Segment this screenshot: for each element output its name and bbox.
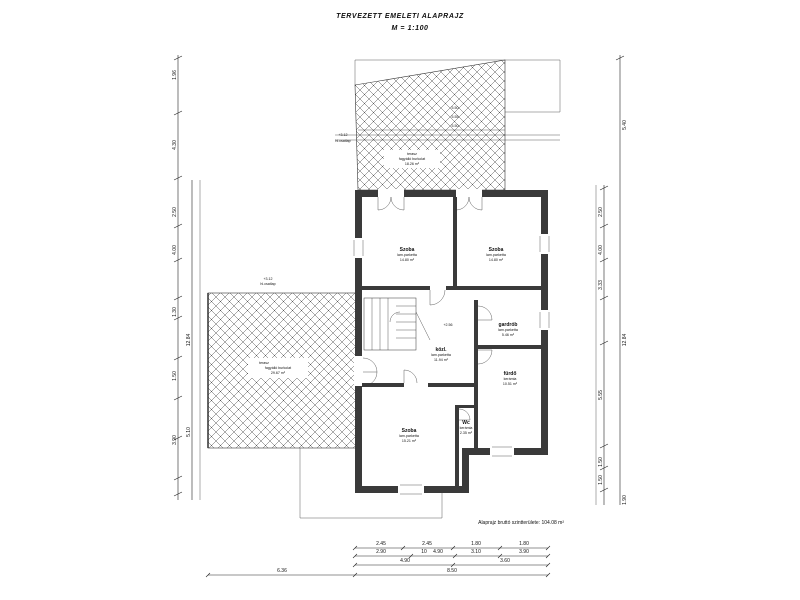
room-furdo-floor: kerámia: [504, 377, 517, 381]
terrace-left-name: terasz: [259, 361, 269, 365]
dim-left-3: 4.00: [172, 245, 178, 255]
room-gardrob-area: 5.46 m²: [502, 333, 515, 337]
dim-right-2: 4.00: [598, 245, 604, 255]
room-gardrob-name: gardrób: [499, 322, 518, 328]
dim-bottom-total-left: 6.36: [277, 568, 287, 574]
level-left: +3.12: [263, 277, 272, 281]
dim-left-1: 4.30: [172, 140, 178, 150]
plan-scale: M = 1:100: [391, 25, 428, 32]
dim-bottom-r1-0: 2.45: [376, 541, 386, 547]
dim-right-5: 5.55: [598, 390, 604, 400]
dim-left-6: 12.84: [186, 334, 192, 347]
dim-left-5: 1.50: [172, 371, 178, 381]
terrace-left-floor: fagyálló burkolat: [265, 366, 291, 370]
staircase: +2.56: [363, 297, 453, 351]
room-szoba-top-left-name: Szoba: [400, 247, 415, 253]
dim-bottom-r1-3: 1.80: [519, 541, 529, 547]
dimension-right: 5.40 2.50 4.00 3.33 12.84 5.55 1.50 1.50…: [595, 55, 628, 505]
room-gardrob-floor: lam.parketta: [498, 328, 518, 332]
dim-bottom-r2-1: 10: [421, 549, 427, 555]
dim-left-8: 3.90: [172, 435, 178, 445]
dim-right-3: 3.33: [598, 280, 604, 290]
dim-right-6: 1.50: [598, 457, 604, 467]
dim-left-4: 1.30: [172, 307, 178, 317]
room-szoba-top-right-area: 14.80 m²: [489, 258, 504, 262]
room-wc-floor: kerámia: [460, 426, 473, 430]
windows: [353, 236, 550, 495]
dim-right-4: 12.84: [622, 334, 628, 347]
dim-bottom-r2-2: 4.90: [433, 549, 443, 555]
gross-area-label: Alaprajz bruttó szintterülete: 104.08 m²: [478, 520, 564, 526]
terrace-top-floor: fagyálló burkolat: [399, 157, 425, 161]
room-szoba-top-left-floor: lam.parketta: [397, 253, 417, 257]
dim-left-7: 5.10: [186, 427, 192, 437]
dim-bottom-r3-1: 3.60: [500, 558, 510, 564]
terrace-left-area: 29.67 m²: [271, 371, 286, 375]
exterior-walls: [354, 189, 549, 494]
dim-bottom-r1-2: 1.80: [471, 541, 481, 547]
dim-right-7: 1.50: [598, 475, 604, 485]
room-szoba-bottom-area: 15.21 m²: [402, 439, 417, 443]
dim-bottom-r2-4: 3.90: [519, 549, 529, 555]
dimension-left: 1.96 4.30 2.50 4.00 1.30 1.50 12.84 5.10…: [172, 55, 201, 500]
room-szoba-bottom-floor: lam.parketta: [399, 434, 419, 438]
dim-bottom-r3-0: 4.90: [400, 558, 410, 564]
level-left-note: hl.csatlap: [260, 282, 275, 286]
room-labels: Szoba lam.parketta 14.80 m² Szoba lam.pa…: [397, 247, 518, 443]
dimension-bottom: 2.45 2.45 1.80 1.80 2.90 10 4.90 3.10 3.…: [205, 541, 551, 578]
dim-left-2: 2.50: [172, 207, 178, 217]
terrace-top-name: terasz: [407, 152, 417, 156]
plan-title: TERVEZETT EMELETI ALAPRAJZ: [336, 13, 464, 20]
room-kozl-name: közl.: [435, 347, 447, 353]
lower-extension: [299, 448, 443, 519]
dim-left-0: 1.96: [172, 70, 178, 80]
room-szoba-top-right-floor: lam.parketta: [486, 253, 506, 257]
interior-walls: [362, 197, 541, 486]
dim-right-0: 5.40: [622, 120, 628, 130]
terrace-left: terasz fagyálló burkolat 29.67 m² +3.12 …: [207, 277, 357, 449]
dim-right-1: 2.50: [598, 207, 604, 217]
room-kozl-floor: lam.parketta: [431, 353, 451, 357]
dim-bottom-total-right: 8.50: [447, 568, 457, 574]
dim-top-1: 5.50: [452, 106, 459, 110]
stair-level: +2.56: [443, 323, 452, 327]
dim-top-2: 5.55: [452, 115, 459, 119]
room-kozl-area: 11.94 m²: [434, 358, 449, 362]
room-furdo-area: 10.51 m²: [503, 382, 518, 386]
dim-right-8: 1.90: [622, 495, 628, 505]
dim-bottom-r2-3: 3.10: [471, 549, 481, 555]
terrace-top-area: 18.26 m²: [405, 162, 420, 166]
dim-bottom-r1-1: 2.45: [422, 541, 432, 547]
dim-bottom-r2-0: 2.90: [376, 549, 386, 555]
level-top-note: hl.csatlap: [335, 139, 350, 143]
room-szoba-bottom-name: Szoba: [402, 428, 417, 434]
room-wc-name: Wc: [462, 420, 470, 426]
terrace-top: terasz fagyálló burkolat 18.26 m²: [335, 59, 561, 191]
dim-top-3: 5.50: [452, 124, 459, 128]
room-szoba-top-right-name: Szoba: [489, 247, 504, 253]
room-furdo-name: fürdő: [504, 371, 517, 377]
level-top: +3.12: [338, 133, 347, 137]
room-szoba-top-left-area: 14.80 m²: [400, 258, 415, 262]
door-swings: [362, 196, 493, 421]
room-wc-area: 2.35 m²: [460, 431, 473, 435]
